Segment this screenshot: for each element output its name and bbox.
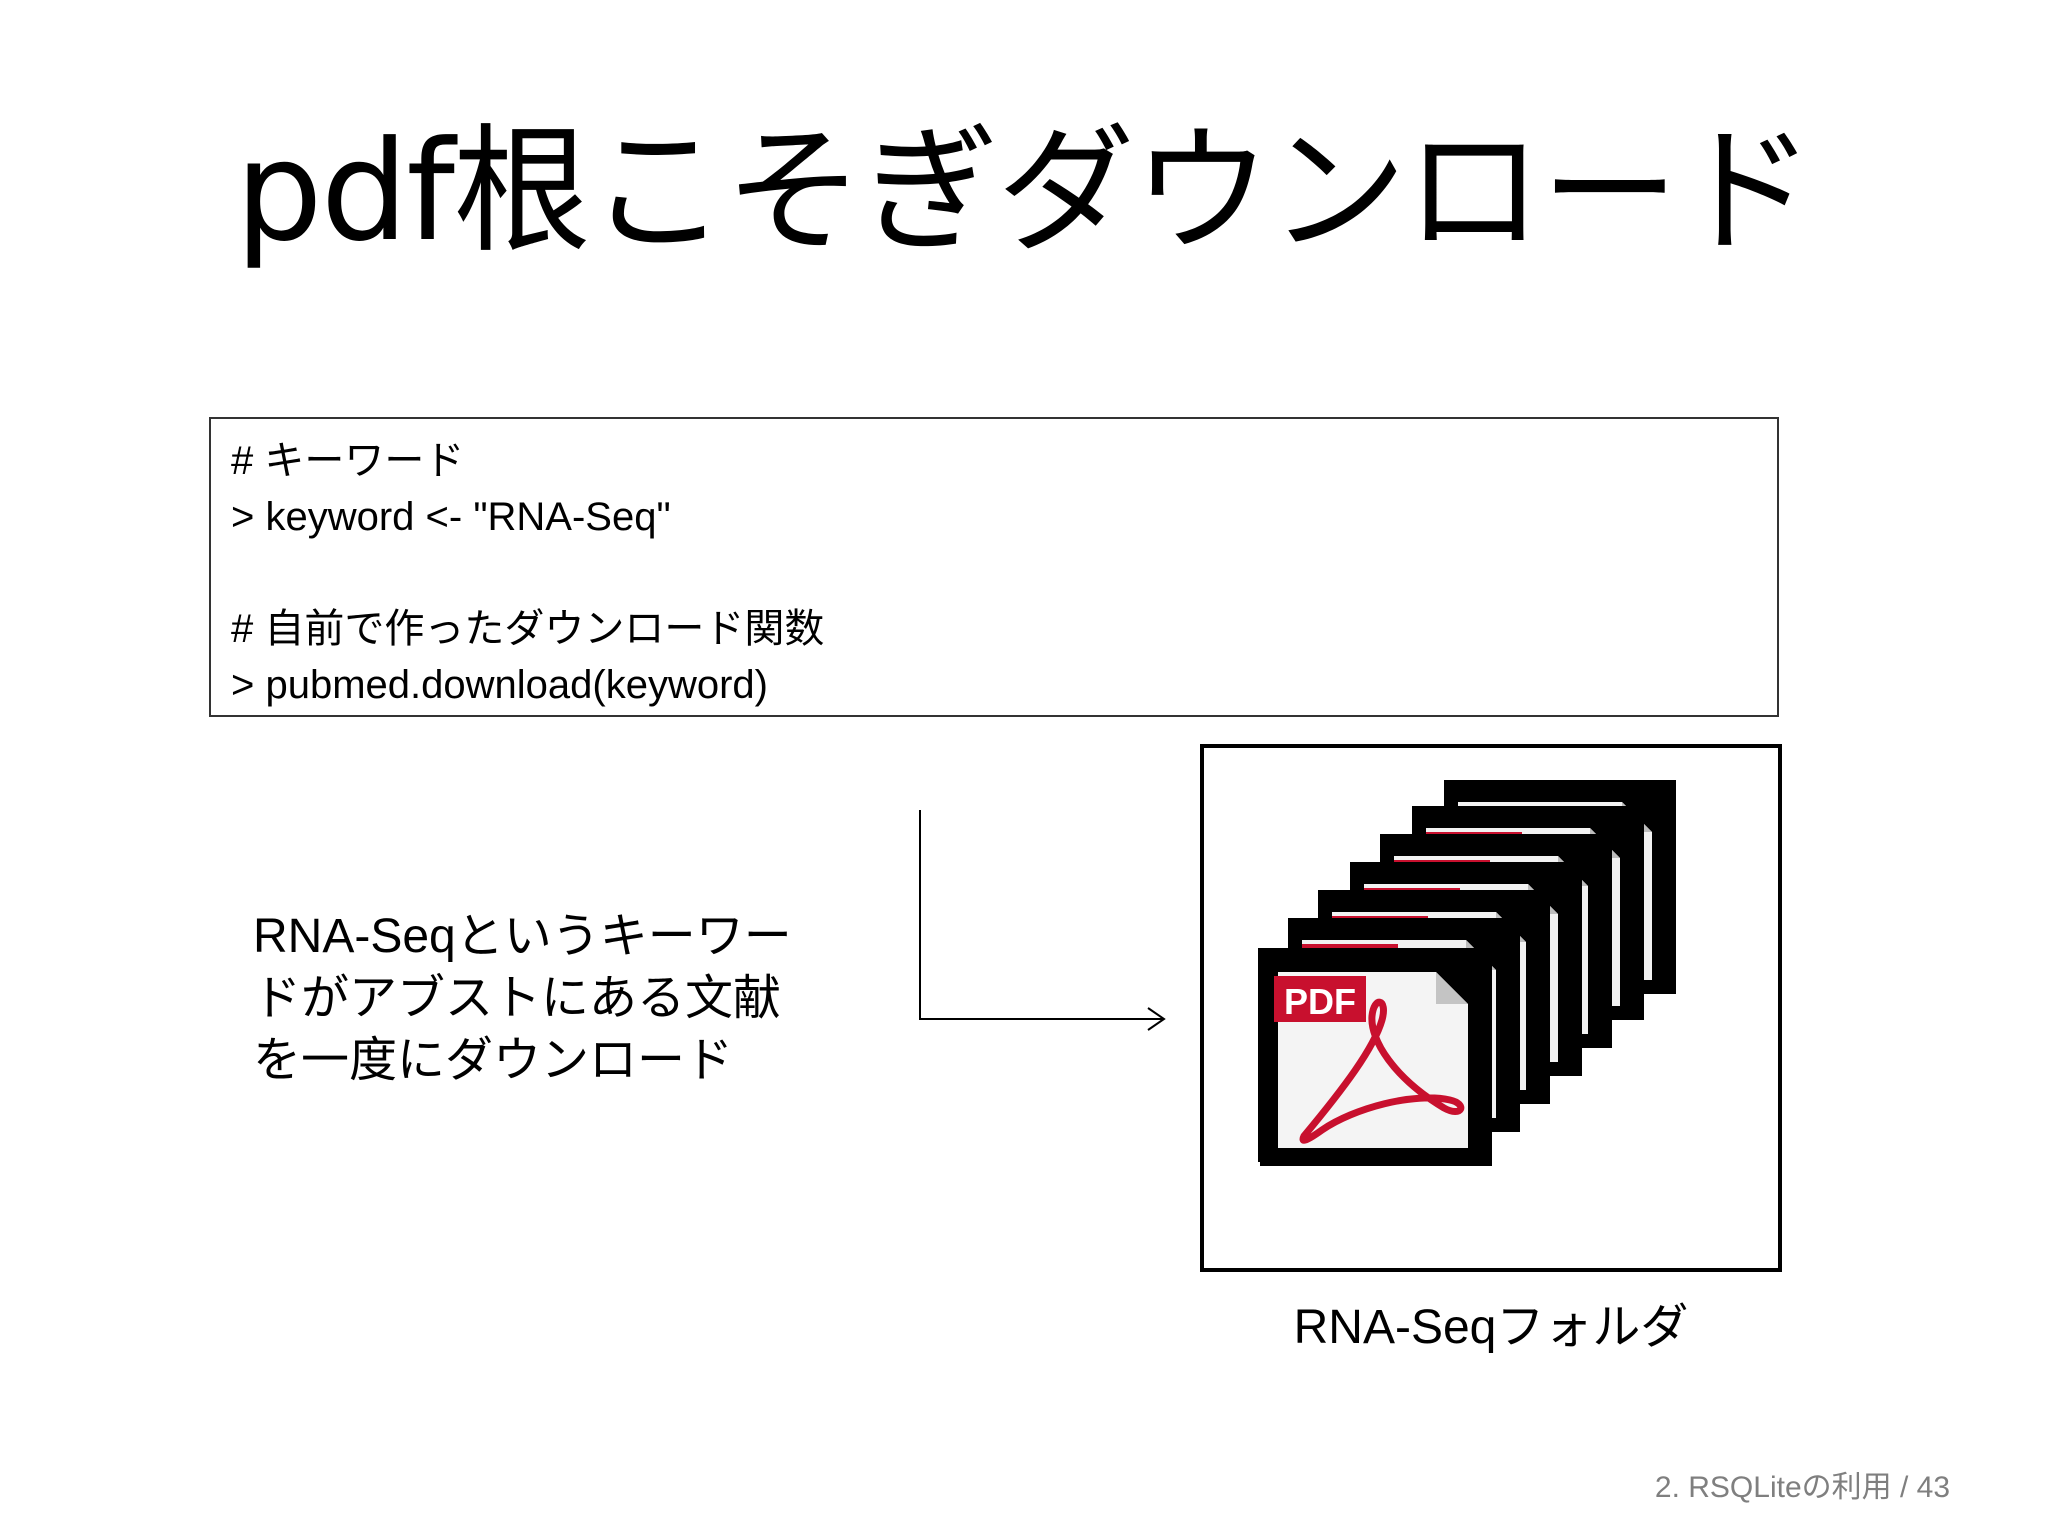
folder-caption: RNA-Seqフォルダ	[1293, 1301, 1689, 1354]
arrow-connector	[919, 810, 1166, 1031]
slide-title: pdf根こそぎダウンロード	[235, 111, 1815, 272]
code-line: # 自前で作ったダウンロード関数	[231, 607, 825, 651]
description-line: を一度にダウンロード	[253, 1034, 734, 1087]
description-line: RNA-Seqというキーワー	[253, 910, 792, 963]
code-line: > keyword <- "RNA-Seq"	[231, 495, 671, 539]
code-line: > pubmed.download(keyword)	[231, 663, 768, 707]
rna-seq-folder: PDF	[1200, 744, 1782, 1272]
pdf-label: PDF	[1284, 981, 1356, 1022]
description-line: ドがアブストにある文献	[253, 972, 782, 1025]
description-text: RNA-Seqというキーワー ドがアブストにある文献 を一度にダウンロード	[253, 906, 873, 1092]
code-line: # キーワード	[231, 439, 465, 483]
slide-footer: 2. RSQLiteの利用 / 43	[1654, 1471, 1950, 1504]
code-box: # キーワード > keyword <- "RNA-Seq" # 自前で作ったダ…	[209, 417, 1779, 717]
front-pdf-icon: PDF	[1260, 952, 1492, 1166]
pdf-file-stack-icon: PDF	[1258, 780, 1676, 1166]
code-line	[231, 545, 1757, 601]
